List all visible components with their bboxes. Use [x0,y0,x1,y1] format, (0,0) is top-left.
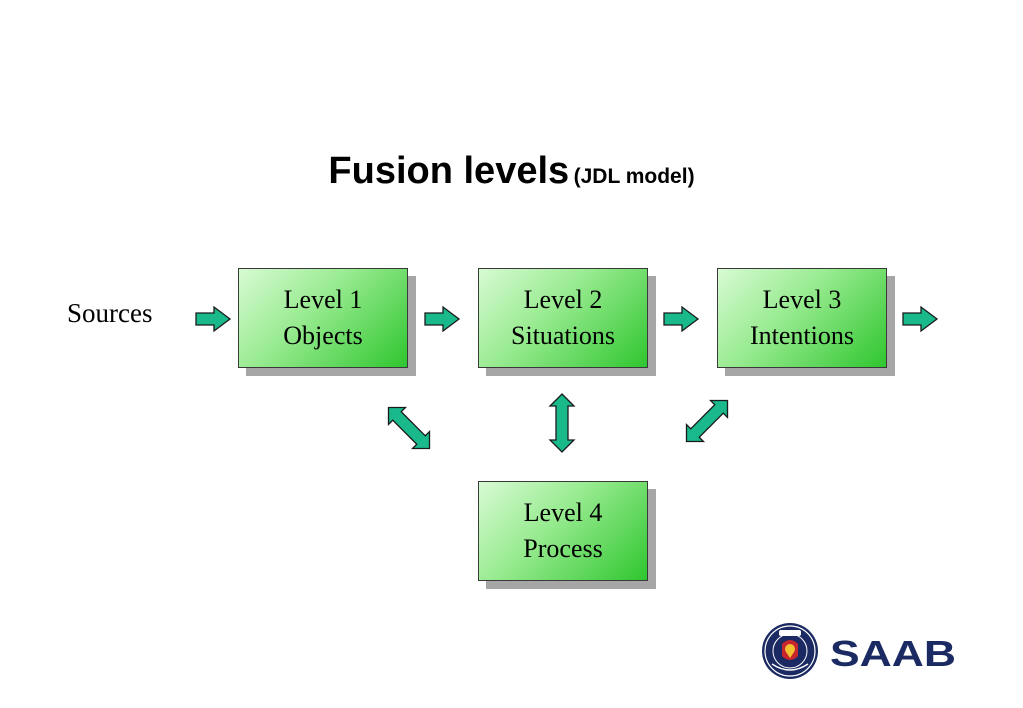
double-arrow-level-2-level-4 [549,393,575,453]
saab-seal-icon [762,623,818,679]
level-4-subtitle: Process [523,534,603,563]
level-2-title: Level 2 [523,285,603,314]
level-3-subtitle: Intentions [750,321,854,350]
sources-label: Sources [67,298,153,328]
level-4-box: Level 4 Process [478,481,648,581]
title-subtitle: (JDL model) [573,165,695,188]
level-3-title: Level 3 [762,285,842,314]
level-3-box: Level 3 Intentions [717,268,887,368]
slide-title: Fusion levels (JDL model) [0,150,1023,193]
saab-logo: SAAB [762,623,956,679]
level-2-subtitle: Situations [510,321,615,350]
arrow-sources-to-level-1 [195,306,231,332]
arrow-level-1-to-level-2 [424,306,460,332]
arrow-level-2-to-level-3 [663,306,699,332]
level-1-subtitle: Objects [283,321,363,350]
level-1-title: Level 1 [283,285,363,314]
level-4-title: Level 4 [523,498,603,527]
level-2-box: Level 2 Situations [478,268,648,368]
level-1-box: Level 1 Objects [238,268,408,368]
double-arrow-level-1-level-4 [379,398,439,458]
double-arrow-level-3-level-4 [677,391,737,451]
arrow-level-3-output [902,306,938,332]
title-main: Fusion levels [328,150,570,192]
saab-wordmark: SAAB [830,633,956,674]
